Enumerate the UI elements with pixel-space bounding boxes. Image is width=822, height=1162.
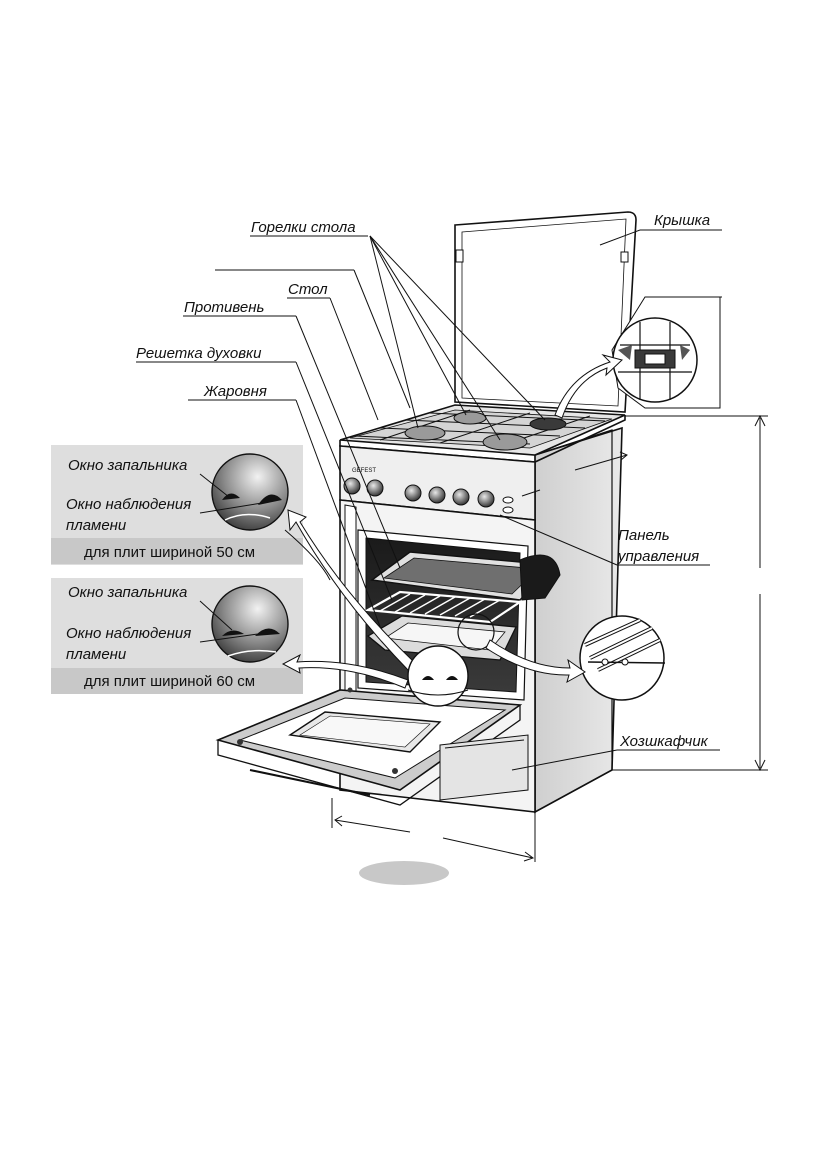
knob-3	[404, 484, 422, 502]
burner-back-right	[529, 417, 567, 431]
burner-window-closeup-60	[211, 585, 289, 663]
inset-50cm	[51, 445, 331, 581]
label-burners: Горелки стола	[251, 219, 356, 236]
inset50-flame-window-1: Окно наблюдения	[66, 496, 191, 513]
inset50-igniter-window: Окно запальника	[68, 457, 187, 474]
oven-rack	[364, 590, 524, 624]
cooktop	[339, 404, 626, 463]
burner-back-left	[453, 411, 487, 425]
control-knobs	[343, 477, 514, 514]
inset50-flame-window-2: пламени	[66, 517, 127, 534]
leader-lines	[136, 229, 722, 771]
button-1	[502, 496, 514, 504]
label-roasting-pan: Жаровня	[203, 383, 267, 400]
inset50-caption: для плит шириной 50 см	[84, 544, 255, 561]
burner-window-on-oven	[407, 645, 469, 707]
label-baking-tray: Противень	[184, 299, 264, 316]
storage-drawer	[439, 734, 529, 801]
roasting-pan	[366, 613, 517, 661]
inset60-igniter-window: Окно запальника	[68, 584, 187, 601]
label-oven-rack: Решетка духовки	[136, 345, 262, 362]
oven-door-open	[215, 687, 523, 806]
zoom-arrow-rack	[485, 639, 586, 684]
inset60-flame-window-1: Окно наблюдения	[66, 625, 191, 642]
burner-front-right	[482, 433, 528, 451]
knob-5	[452, 488, 470, 506]
burner-window-closeup-50	[211, 453, 289, 531]
dimension-lines	[331, 414, 768, 862]
labels: Горелки стола Крышка Стол Противень Реше…	[66, 212, 710, 750]
inset-60cm	[51, 578, 303, 694]
button-2	[502, 506, 514, 514]
zoom-arrows-insets	[281, 509, 469, 707]
label-lid: Крышка	[654, 212, 710, 229]
knob-4	[428, 486, 446, 504]
baking-tray	[370, 551, 561, 601]
rack-rail-zoom	[579, 615, 666, 701]
inset60-flame-window-2: пламени	[66, 646, 127, 663]
inset60-caption: для плит шириной 60 см	[84, 673, 255, 690]
zoom-arrow-burner	[554, 354, 624, 419]
burner-grate-zoom	[611, 296, 721, 409]
knob-6	[477, 490, 495, 508]
label-control-panel-2: управления	[617, 548, 699, 565]
brand-logo: GEFEST	[352, 468, 376, 474]
label-control-panel-1: Панель	[618, 527, 670, 544]
floor-shadow	[359, 861, 449, 885]
burner-front-left	[404, 425, 446, 441]
label-storage: Хозшкафчик	[619, 733, 709, 750]
door-handle	[249, 769, 371, 796]
label-table: Стол	[288, 281, 328, 298]
